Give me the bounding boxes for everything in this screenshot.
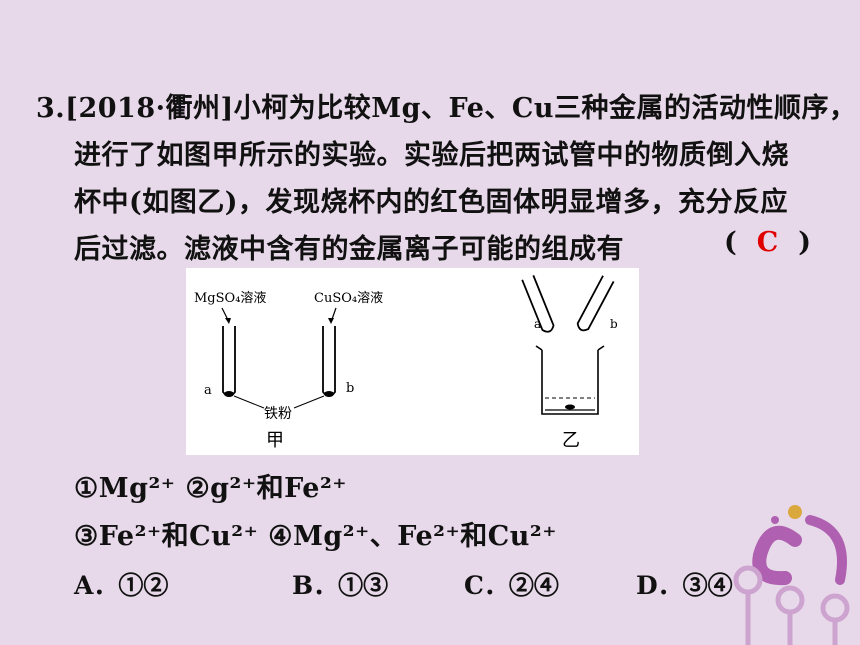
iron-pointer-right: [293, 395, 325, 409]
iron-pointer-left: [233, 395, 265, 409]
arrowhead-mgso4: [225, 318, 231, 324]
red-solid: [565, 404, 575, 410]
experiment-diagram: MgSO₄溶液 CuSO₄溶液 a b 铁粉 甲 a b 乙: [194, 275, 618, 451]
question-line-3: 杯中(如图乙)，发现烧杯内的红色固体明显增多，充分反应: [74, 187, 789, 218]
label-iron: 铁粉: [264, 406, 292, 422]
paren-open: (: [724, 227, 737, 258]
arrowhead-cuso4: [328, 318, 334, 324]
test-tube-b: [322, 326, 336, 397]
question-line-2: 进行了如图甲所示的实验。实验后把两试管中的物质倒入烧: [74, 140, 789, 171]
beaker: [535, 345, 605, 415]
label-jia: 甲: [266, 430, 284, 451]
label-a2: a: [534, 317, 541, 331]
choice-b[interactable]: B．①③: [292, 571, 389, 600]
paren-close: ): [798, 227, 812, 258]
question-line-4: 后过滤。滤液中含有的金属离子可能的组成有: [74, 234, 624, 265]
option-line-1: ①Mg²⁺ ②g²⁺和Fe²⁺: [74, 473, 348, 504]
label-a: a: [204, 383, 212, 398]
label-yi: 乙: [562, 430, 580, 451]
label-b2: b: [610, 317, 618, 331]
option-line-2: ③Fe²⁺和Cu²⁺ ④Mg²⁺、Fe²⁺和Cu²⁺: [74, 521, 557, 552]
decorative-swirl-icon: [733, 505, 850, 645]
tilted-tube-b: [576, 275, 615, 332]
label-b: b: [346, 381, 354, 396]
tilted-tube-a: [521, 275, 555, 333]
experiment-figure: MgSO₄溶液 CuSO₄溶液 a b 铁粉 甲 a b 乙: [186, 268, 639, 455]
choice-d[interactable]: D．③④: [636, 571, 733, 600]
answer-bracket: ( C): [724, 227, 811, 258]
label-cuso4: CuSO₄溶液: [314, 291, 383, 306]
iron-powder-b: [324, 391, 334, 397]
choice-c[interactable]: C．②④: [464, 571, 559, 600]
label-mgso4: MgSO₄溶液: [194, 291, 266, 306]
iron-powder-a: [224, 391, 234, 397]
choice-a[interactable]: A．①②: [74, 571, 169, 600]
question-line-1: 3.[2018·衢州]小柯为比较Mg、Fe、Cu三种金属的活动性顺序，: [36, 93, 857, 124]
test-tube-a: [222, 326, 236, 397]
answer-letter: C: [756, 227, 779, 258]
